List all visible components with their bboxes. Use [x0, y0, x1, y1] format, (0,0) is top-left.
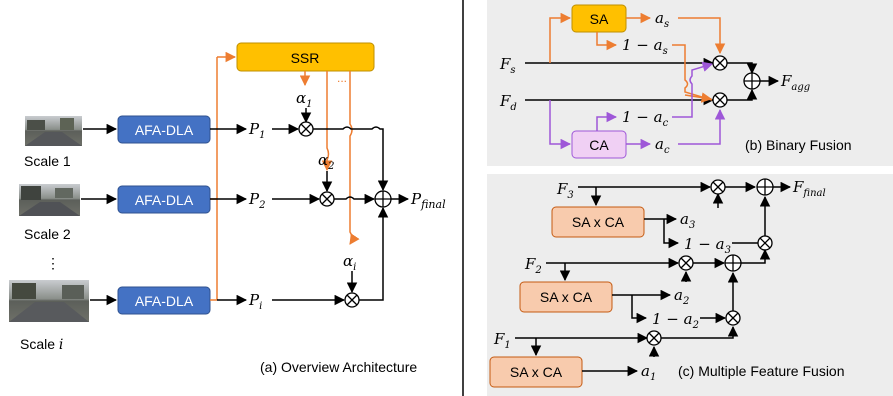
- scale-label-2: Scale 2: [24, 226, 71, 242]
- p-final-sub: final: [420, 198, 446, 211]
- circled-times-icon: [344, 292, 360, 308]
- one-minus-ac-label: 1 − ac: [622, 108, 669, 129]
- f3-sub: 3: [567, 190, 573, 201]
- circled-plus-icon: [756, 178, 774, 196]
- saxca-block-2: [519, 281, 613, 313]
- scale-label-i: Scale i: [20, 336, 63, 353]
- circled-plus-icon: [724, 254, 742, 272]
- p-label-2-sub: 2: [258, 200, 265, 211]
- alpha-label-i-sub: i: [353, 262, 356, 273]
- fagg-sub: agg: [791, 82, 810, 93]
- afa-dla-label-3: AFA-DLA: [135, 293, 194, 309]
- as-label-sub: s: [664, 19, 669, 30]
- saxca-label-2: SA x CA: [540, 289, 593, 305]
- afa-dla-label-1: AFA-DLA: [135, 122, 194, 138]
- circled-times-icon: [710, 179, 726, 195]
- ssr-label: SSR: [291, 50, 320, 66]
- circled-times-icon: [646, 330, 662, 346]
- scale-label-i-text: Scale: [20, 336, 59, 352]
- alpha-label-2-sub: 2: [327, 161, 334, 172]
- f2-sub: 2: [534, 265, 541, 276]
- circled-times-icon: [712, 92, 728, 108]
- circled-times-icon: [319, 191, 335, 207]
- saxca-block-1: [489, 356, 583, 388]
- p-label-2: P2: [248, 190, 265, 211]
- a3-sub: 3: [689, 220, 695, 231]
- panel-overview: Scale 1 Scale 2 ⋮ Scale i AFA-DLA AFA-DL…: [9, 42, 446, 375]
- scale-ellipsis: ⋮: [46, 255, 60, 271]
- circled-times-icon: [678, 255, 694, 271]
- ssr-dots: ...: [337, 71, 347, 85]
- p-label-1-sub: 1: [259, 130, 265, 141]
- one-minus-a3-label: 1 − a3: [684, 235, 731, 256]
- one-minus-a2-label: 1 − a2: [652, 310, 699, 331]
- circled-times-icon: [757, 235, 773, 251]
- scale-label-1: Scale 1: [24, 153, 71, 169]
- p-label-i: Pi: [248, 291, 262, 312]
- street-scene-image: [19, 184, 80, 216]
- afa-dla-label-2: AFA-DLA: [135, 192, 194, 208]
- saxca-label-3: SA x CA: [572, 214, 625, 230]
- fd-label-sub: d: [510, 102, 516, 113]
- one-minus-as-sub: s: [663, 46, 668, 57]
- circled-times-icon: [712, 55, 728, 71]
- alpha-label-1: α1: [296, 89, 313, 110]
- one-minus-ac-sub: c: [663, 118, 669, 129]
- one-minus-a3-sub: 3: [725, 245, 731, 256]
- circled-times-icon: [725, 310, 741, 326]
- alpha-label-2: α2: [318, 151, 335, 172]
- multiple-caption: (c) Multiple Feature Fusion: [678, 363, 845, 379]
- overview-caption: (a) Overview Architecture: [260, 359, 417, 375]
- alpha-label-i: αi: [343, 252, 356, 273]
- street-scene-image: [9, 280, 89, 322]
- ca-label: CA: [589, 137, 609, 153]
- sa-label: SA: [590, 11, 609, 27]
- street-scene-image: [25, 116, 82, 146]
- alpha-label-1-sub: 1: [306, 99, 312, 110]
- scale-label-i-index: i: [59, 337, 63, 353]
- circled-plus-icon: [743, 72, 761, 90]
- p-label-1: P1: [248, 120, 265, 141]
- one-minus-a2-sub: 2: [692, 320, 699, 331]
- circled-times-icon: [298, 121, 314, 137]
- saxca-label-1: SA x CA: [510, 364, 563, 380]
- ac-label-sub: c: [664, 145, 670, 156]
- ffinal-sub: final: [802, 188, 825, 199]
- f1-sub: 1: [504, 340, 510, 351]
- circled-plus-icon: [374, 190, 392, 208]
- saxca-block-3: [551, 206, 645, 238]
- panel-multiple-fusion: F3 SA x CA a3 1 − a3 Ffinal F2: [487, 174, 893, 396]
- fs-label-sub: s: [510, 65, 515, 76]
- one-minus-as-label: 1 − as: [622, 36, 668, 57]
- p-final-label: Pfinal: [410, 190, 446, 211]
- panel-binary-fusion: SA CA Fs Fd as 1 − as ac 1 − ac: [487, 0, 893, 166]
- binary-caption: (b) Binary Fusion: [745, 137, 852, 153]
- p-label-i-sub: i: [259, 301, 262, 312]
- a1-sub: 1: [650, 372, 656, 383]
- a2-sub: 2: [682, 296, 689, 307]
